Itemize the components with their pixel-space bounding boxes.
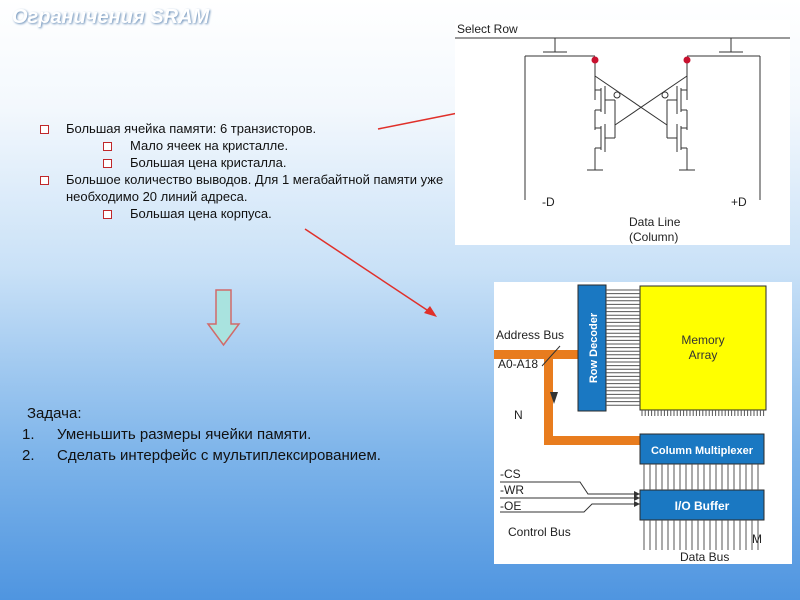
task-list: 1.Уменьшить размеры ячейки памяти. 2.Сде… xyxy=(22,424,462,466)
oe-label: -OE xyxy=(500,499,521,513)
io-buffer-label: I/O Buffer xyxy=(675,499,730,513)
address-arrowhead-icon xyxy=(550,392,558,404)
bullet-marker-icon xyxy=(103,142,112,151)
sram-block-panel: Row Decoder Memory Array Column Multiple… xyxy=(494,282,792,564)
bus-width-slash xyxy=(541,345,561,367)
task-heading: Задача: xyxy=(27,405,82,422)
data-line-label: Data Line xyxy=(629,215,681,229)
bullet-marker-icon xyxy=(103,210,112,219)
address-bus-wires xyxy=(494,350,641,445)
bullet-item: Мало ячеек на кристалле. xyxy=(38,137,458,154)
task-item: 2.Сделать интерфейс с мультиплексировани… xyxy=(22,447,381,464)
pointer-arrow-to-block xyxy=(304,228,431,313)
arrowhead-icon xyxy=(634,491,640,497)
n-label: N xyxy=(514,408,523,422)
arrowhead-icon xyxy=(634,495,640,501)
io-buffer-block xyxy=(639,489,765,521)
bullet-item: Большая ячейка памяти: 6 транзисторов. xyxy=(38,120,458,137)
row-decoder-label: Row Decoder xyxy=(588,312,600,383)
sram-block-diagram: Row Decoder Memory Array Column Multiple… xyxy=(494,284,767,564)
column-label: (Column) xyxy=(629,230,678,244)
plus-d-label: +D xyxy=(731,195,747,209)
vdd-dot-icon xyxy=(591,56,599,64)
memory-array-label: Array xyxy=(689,348,718,362)
memory-array-label: Memory xyxy=(681,333,724,347)
wr-label: -WR xyxy=(500,483,524,497)
bullet-marker-icon xyxy=(40,125,49,134)
data-bus-label: Data Bus xyxy=(680,550,729,564)
bullet-item: Большая цена кристалла. xyxy=(38,154,458,171)
bullet-marker-icon xyxy=(103,159,112,168)
control-lines xyxy=(500,481,640,513)
word-lines xyxy=(606,289,640,406)
m-label: M xyxy=(752,532,762,546)
bullet-item: Большая цена корпуса. xyxy=(38,205,458,222)
a0-a18-label: A0-A18 xyxy=(498,357,538,371)
down-arrow-icon xyxy=(206,289,241,347)
sram-cell-diagram: Select Row -D +D Data Line (Column) xyxy=(455,22,790,244)
task-section: Задача: 1.Уменьшить размеры ячейки памят… xyxy=(22,405,462,466)
sram-cell-panel: Select Row -D +D Data Line (Column) xyxy=(455,20,790,245)
mux-buffer-lines xyxy=(643,464,759,550)
task-item: 1.Уменьшить размеры ячейки памяти. xyxy=(22,426,312,443)
address-bus-label: Address Bus xyxy=(496,328,564,342)
column-multiplexer-block xyxy=(639,433,765,465)
slide-title: Ограничения SRAM xyxy=(12,6,210,28)
bullet-list: Большая ячейка памяти: 6 транзисторов. М… xyxy=(38,120,458,222)
select-row-label: Select Row xyxy=(457,22,518,36)
arrowhead-icon xyxy=(634,501,640,507)
column-multiplexer-label: Column Multiplexer xyxy=(651,445,754,457)
minus-d-label: -D xyxy=(542,195,555,209)
pointer-arrowhead-icon xyxy=(424,306,437,317)
bit-line-ticks xyxy=(641,410,765,416)
vdd-dot-icon xyxy=(683,56,691,64)
cs-label: -CS xyxy=(500,467,521,481)
bullet-marker-icon xyxy=(40,176,49,185)
bullet-item: Большое количество выводов. Для 1 мегаба… xyxy=(38,171,458,205)
control-bus-label: Control Bus xyxy=(508,525,571,539)
